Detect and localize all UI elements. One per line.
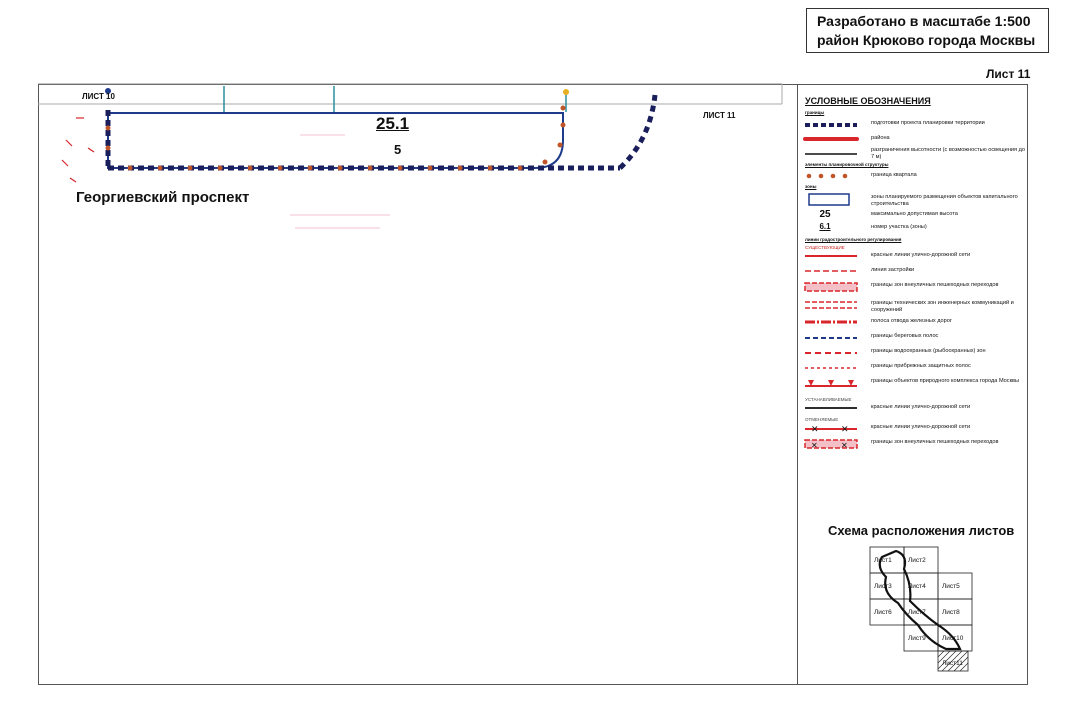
scheme-sheet-8: Лист8 bbox=[942, 609, 960, 616]
legend-row-red-lines: красные линии улично-дорожной сети bbox=[803, 250, 1025, 265]
legend-symbol-technical bbox=[805, 301, 857, 309]
title-stamp: Разработано в масштабе 1:500 район Крюко… bbox=[806, 8, 1049, 53]
sheet-10-label: ЛИСТ 10 bbox=[82, 92, 115, 101]
legend-tag-existing: СУЩЕСТВУЮЩИЕ bbox=[805, 245, 845, 250]
legend-symbol-red-lines-cancel: ✕✕ bbox=[805, 424, 857, 434]
legend-row-coastal: границы береговых полос bbox=[803, 331, 1025, 346]
legend: УСЛОВНЫЕ ОБОЗНАЧЕНИЯ границы подготовки … bbox=[803, 96, 1025, 455]
scheme-sheet-11: Лист11 bbox=[942, 660, 963, 667]
legend-group-borders: границы bbox=[805, 110, 825, 115]
svg-text:✕: ✕ bbox=[841, 424, 849, 434]
legend-row-red-lines-new: красные линии улично-дорожной сети bbox=[803, 402, 1025, 417]
top-marker-blue bbox=[105, 88, 111, 94]
scheme-sheet-1: Лист1 bbox=[874, 557, 892, 564]
legend-row-pedestrian: границы зон внеуличных пешеходных перехо… bbox=[803, 280, 1025, 298]
legend-symbol-water bbox=[805, 352, 857, 354]
legend-symbol-quarter bbox=[806, 173, 848, 179]
top-marker-yellow bbox=[563, 89, 569, 95]
scheme-sheet-5: Лист5 bbox=[942, 583, 960, 590]
legend-symbol-red-lines bbox=[805, 255, 857, 257]
district-line: район Крюково города Москвы bbox=[817, 32, 1036, 48]
project-border-curve bbox=[618, 94, 658, 170]
legend-symbol-railway bbox=[805, 320, 857, 324]
zone-boundary bbox=[107, 112, 564, 169]
legend-symbol-capital-zone bbox=[808, 193, 850, 206]
legend-symbol-shore-protect bbox=[805, 367, 857, 369]
scheme-sheet-3: Лист3 bbox=[874, 583, 892, 590]
legend-tag-cancelled: ОТМЕНЯЕМЫЕ bbox=[805, 417, 839, 422]
zone-number: 25.1 bbox=[376, 114, 410, 133]
street-label: Георгиевский проспект bbox=[76, 189, 250, 206]
legend-symbol-district bbox=[803, 137, 859, 141]
legend-group-planning: элементы планировочной структуры bbox=[805, 162, 889, 167]
sheet-scheme: Лист1 Лист2 Лист3 Лист4 Лист5 Лист6 Лист… bbox=[869, 546, 973, 672]
sheet-number: Лист 11 bbox=[986, 67, 1031, 81]
legend-group-zones: зоны bbox=[805, 184, 817, 189]
quarter-dots bbox=[105, 105, 566, 171]
legend-symbol-plot: 6.1 bbox=[819, 222, 831, 231]
legend-symbol-nature bbox=[805, 380, 857, 387]
scheme-sheet-7: Лист7 bbox=[908, 609, 926, 616]
scheme-sheet-10: Лист10 bbox=[942, 635, 964, 642]
legend-row-district: района bbox=[803, 133, 1025, 145]
legend-symbol-red-lines-new bbox=[805, 407, 857, 409]
legend-row-pedestrian-cancel: ✕✕ границы зон внеуличных пешеходных пер… bbox=[803, 437, 1025, 455]
legend-row-building-line: линия застройки bbox=[803, 265, 1025, 280]
legend-symbol-pedestrian bbox=[804, 282, 858, 292]
legend-tag-established: УСТАНАВЛИВАЕМЫЕ bbox=[805, 397, 852, 402]
svg-text:✕: ✕ bbox=[841, 441, 848, 450]
scale-line: Разработано в масштабе 1:500 bbox=[817, 13, 1031, 29]
sheet-11-label: ЛИСТ 11 bbox=[703, 111, 736, 120]
legend-group-regulation: линии градостроительного регулирования bbox=[805, 237, 902, 242]
scheme-title: Схема расположения листов bbox=[828, 523, 1015, 538]
legend-symbol-coastal bbox=[805, 337, 857, 339]
legend-row-shore-protect: границы прибрежных защитных полос bbox=[803, 361, 1025, 376]
legend-row-red-lines-cancel: ✕✕ красные линии улично-дорожной сети bbox=[803, 422, 1025, 437]
svg-text:✕: ✕ bbox=[811, 441, 818, 450]
legend-row-nature: границы объектов природного комплекса го… bbox=[803, 376, 1025, 395]
legend-symbol-pedestrian-cancel: ✕✕ bbox=[804, 439, 858, 450]
legend-row-railway: полоса отвода железных дорог bbox=[803, 316, 1025, 331]
legend-row-technical: границы технических зон инженерных комму… bbox=[803, 298, 1025, 316]
legend-symbol-territory bbox=[805, 123, 857, 127]
legend-symbol-max-height: 25 bbox=[819, 209, 831, 220]
scheme-sheet-9: Лист9 bbox=[908, 635, 926, 642]
scheme-sheet-2: Лист2 bbox=[908, 557, 926, 564]
scheme-sheet-6: Лист6 bbox=[874, 609, 892, 616]
legend-divider bbox=[797, 84, 798, 685]
legend-title: УСЛОВНЫЕ ОБОЗНАЧЕНИЯ bbox=[805, 96, 931, 106]
red-tick-marks bbox=[61, 117, 95, 183]
legend-symbol-building-line bbox=[805, 270, 857, 272]
legend-row-water: границы водоохранных (рыбоохранных) зон bbox=[803, 346, 1025, 361]
legend-row-capital-zone: зоны планируемого размещения объектов ка… bbox=[803, 192, 1025, 209]
faded-marks bbox=[290, 134, 390, 229]
legend-row-territory: подготовки проекта планировки территории bbox=[803, 118, 1025, 133]
district-outline bbox=[878, 549, 962, 651]
svg-text:✕: ✕ bbox=[811, 424, 819, 434]
legend-row-plot: 6.1 номер участка (зоны) bbox=[803, 222, 1025, 235]
zone-height: 5 bbox=[394, 142, 402, 157]
legend-row-quarter: граница квартала bbox=[803, 170, 1025, 182]
legend-symbol-height-diff bbox=[805, 153, 857, 155]
map-drawing bbox=[38, 83, 783, 229]
scheme-sheet-4: Лист4 bbox=[908, 583, 926, 590]
legend-row-max-height: 25 максимально допустимая высота bbox=[803, 209, 1025, 222]
legend-row-height-diff: разграничения высотности (с возможностью… bbox=[803, 145, 1025, 160]
